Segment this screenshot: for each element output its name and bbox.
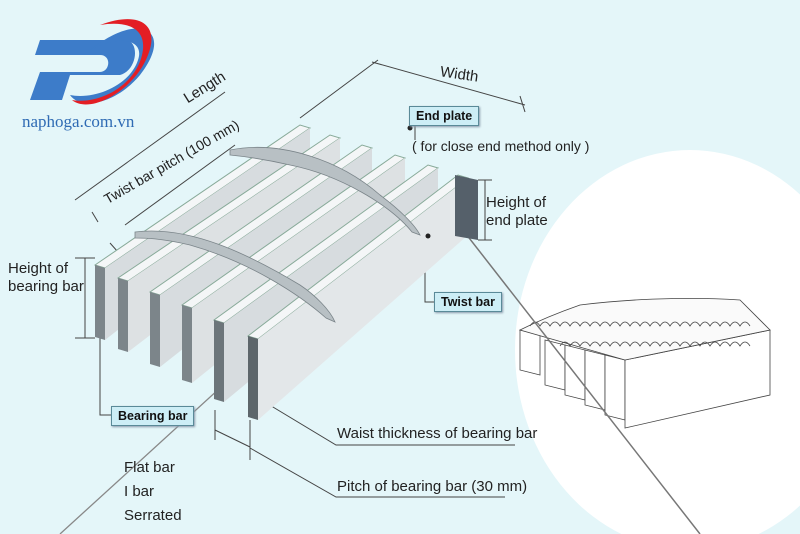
bar-types-list: Flat bar I bar Serrated xyxy=(124,456,182,528)
bearing-bars xyxy=(93,124,478,420)
height-end-plate-line1: Height of xyxy=(486,194,547,211)
height-bearing-bar-line2: bearing bar xyxy=(8,278,84,295)
height-bearing-bar-label: Height of bearing bar xyxy=(8,260,84,296)
height-bearing-bar-line1: Height of xyxy=(8,260,69,277)
twist-bar-label: Twist bar xyxy=(434,292,502,312)
end-plate-label: End plate xyxy=(409,106,480,126)
end-plate-shape xyxy=(455,175,478,240)
height-end-plate-line2: end plate xyxy=(486,212,548,229)
site-url: naphoga.com.vn xyxy=(22,112,135,131)
waist-thickness-label: Waist thickness of bearing bar xyxy=(337,425,538,442)
pitch-bearing-bar-label: Pitch of bearing bar (30 mm) xyxy=(337,478,528,495)
leader-dot xyxy=(407,125,413,131)
leader-dot xyxy=(425,233,431,239)
height-end-plate-label: Height of end plate xyxy=(486,194,548,230)
pd-logo xyxy=(30,19,155,105)
end-plate-note: ( for close end method only ) xyxy=(412,138,590,154)
serrated-grating-sketch xyxy=(518,297,771,429)
bar-type-flat: Flat bar xyxy=(124,459,175,476)
bearing-bar-label: Bearing bar xyxy=(111,406,195,426)
bar-type-serrated: Serrated xyxy=(124,507,182,524)
twist-bars xyxy=(134,147,421,323)
bar-type-i: I bar xyxy=(124,483,155,500)
